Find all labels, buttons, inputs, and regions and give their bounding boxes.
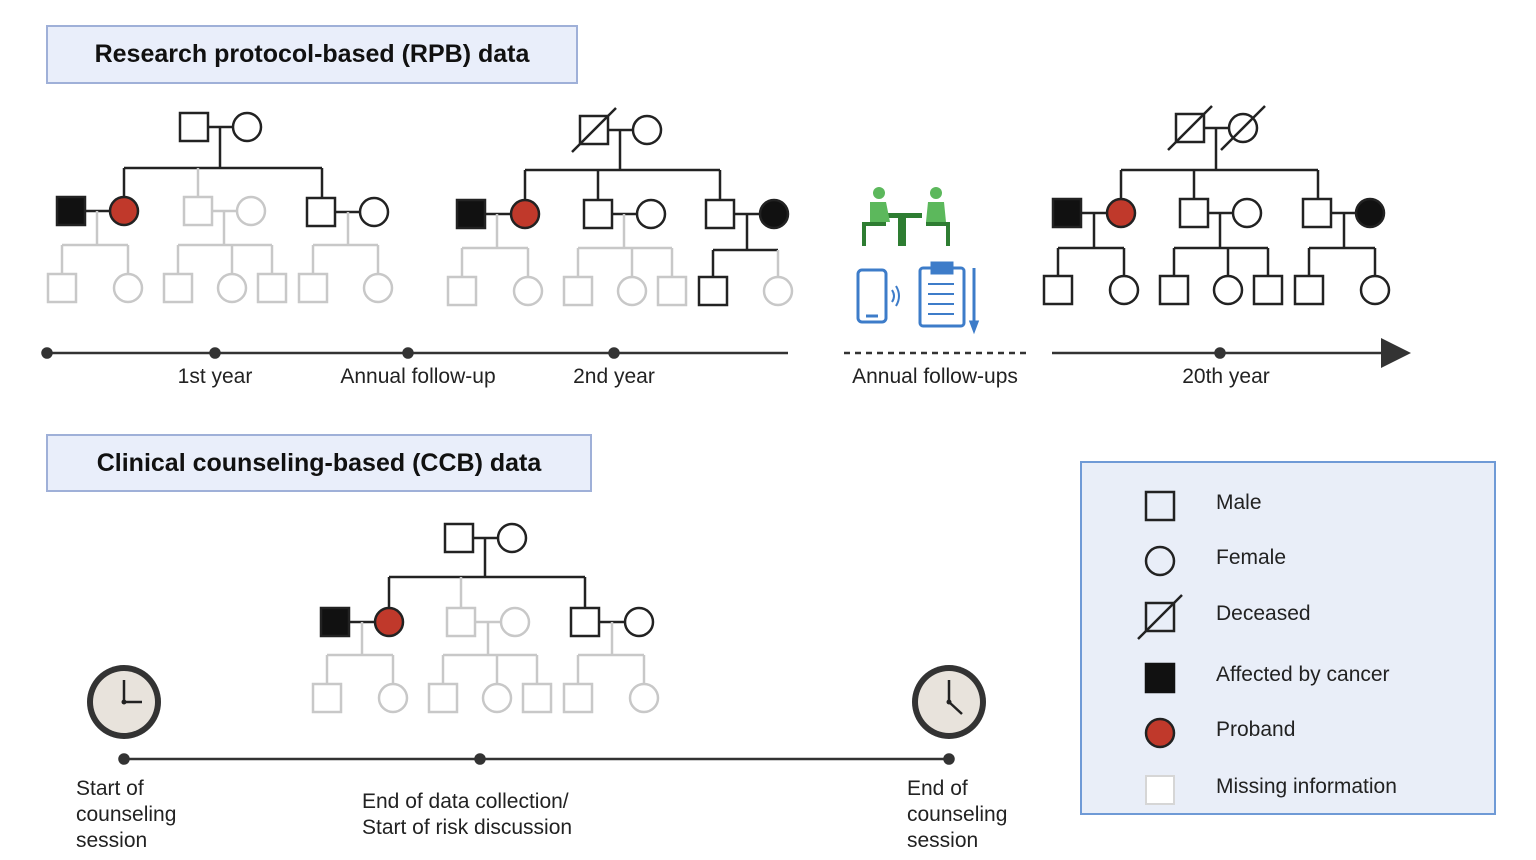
legend-item-deceased: Deceased — [1082, 588, 1494, 640]
legend-label: Deceased — [1216, 602, 1311, 625]
circle-icon — [1144, 545, 1176, 577]
legend-label: Male — [1216, 491, 1262, 514]
pedigree-20th-year — [1042, 105, 1391, 306]
uncle-symbol — [305, 196, 337, 228]
pedigree-2nd-year — [455, 107, 790, 307]
filled-square-icon — [1144, 662, 1176, 694]
deceased-slash — [571, 107, 617, 153]
rpb-timeline — [41, 338, 1411, 368]
deceased-slash-icon — [1137, 594, 1183, 640]
aunt-symbol — [358, 196, 390, 228]
pedigree-2nd-year-missing — [446, 214, 794, 307]
legend-label: Female — [1216, 546, 1287, 569]
legend-item-proband: Proband — [1082, 704, 1494, 754]
grandmother-symbol — [231, 111, 263, 143]
pedigree-ccb — [319, 522, 655, 638]
pedigree-1st-year — [55, 111, 390, 228]
legend-item-female: Female — [1082, 532, 1494, 582]
affected-father-symbol — [55, 195, 87, 227]
square-icon — [1144, 490, 1176, 522]
timeline-label-2nd-year: 2nd year — [573, 365, 655, 388]
legend-item-male: Male — [1082, 477, 1494, 527]
clock-icon — [912, 665, 986, 739]
ccb-label-start: Start of counseling session — [76, 777, 177, 852]
pedigree-ccb-missing — [311, 577, 660, 714]
red-circle-icon — [1144, 717, 1176, 749]
faded-square-icon — [1145, 775, 1175, 805]
rpb-section-title: Research protocol-based (RPB) data — [46, 25, 578, 84]
ccb-label-middle-line1: End of data collection/ — [362, 790, 569, 813]
ccb-section-title: Clinical counseling-based (CCB) data — [46, 434, 592, 492]
legend-label: Affected by cancer — [1216, 663, 1390, 686]
clock-icon — [87, 665, 161, 739]
pedigree-1st-year-missing — [46, 168, 394, 304]
rpb-title-text: Research protocol-based (RPB) data — [94, 40, 530, 68]
legend-item-missing: Missing information — [1082, 761, 1494, 811]
ccb-timeline — [118, 753, 955, 765]
timeline-label-1st-year: 1st year — [177, 365, 253, 388]
phone-icon — [856, 268, 900, 324]
legend-item-affected: Affected by cancer — [1082, 649, 1494, 699]
timeline-label-annual-follow-ups: Annual follow-ups — [852, 365, 1018, 388]
ccb-title-text: Clinical counseling-based (CCB) data — [96, 448, 542, 477]
legend-label: Proband — [1216, 718, 1296, 741]
timeline-label-annual-follow-up: Annual follow-up — [340, 365, 496, 388]
legend-label: Missing information — [1216, 775, 1397, 798]
grandfather-symbol — [178, 111, 210, 143]
proband-symbol — [108, 195, 140, 227]
timeline-label-20th-year: 20th year — [1182, 365, 1270, 388]
legend-box: Male Female Deceased Affected by cancer … — [1080, 461, 1496, 815]
meeting-icon — [862, 187, 950, 246]
ccb-label-end: End of counseling session — [907, 777, 1008, 852]
ccb-label-middle-line2: Start of risk discussion — [362, 816, 573, 839]
clipboard-icon — [918, 261, 980, 335]
